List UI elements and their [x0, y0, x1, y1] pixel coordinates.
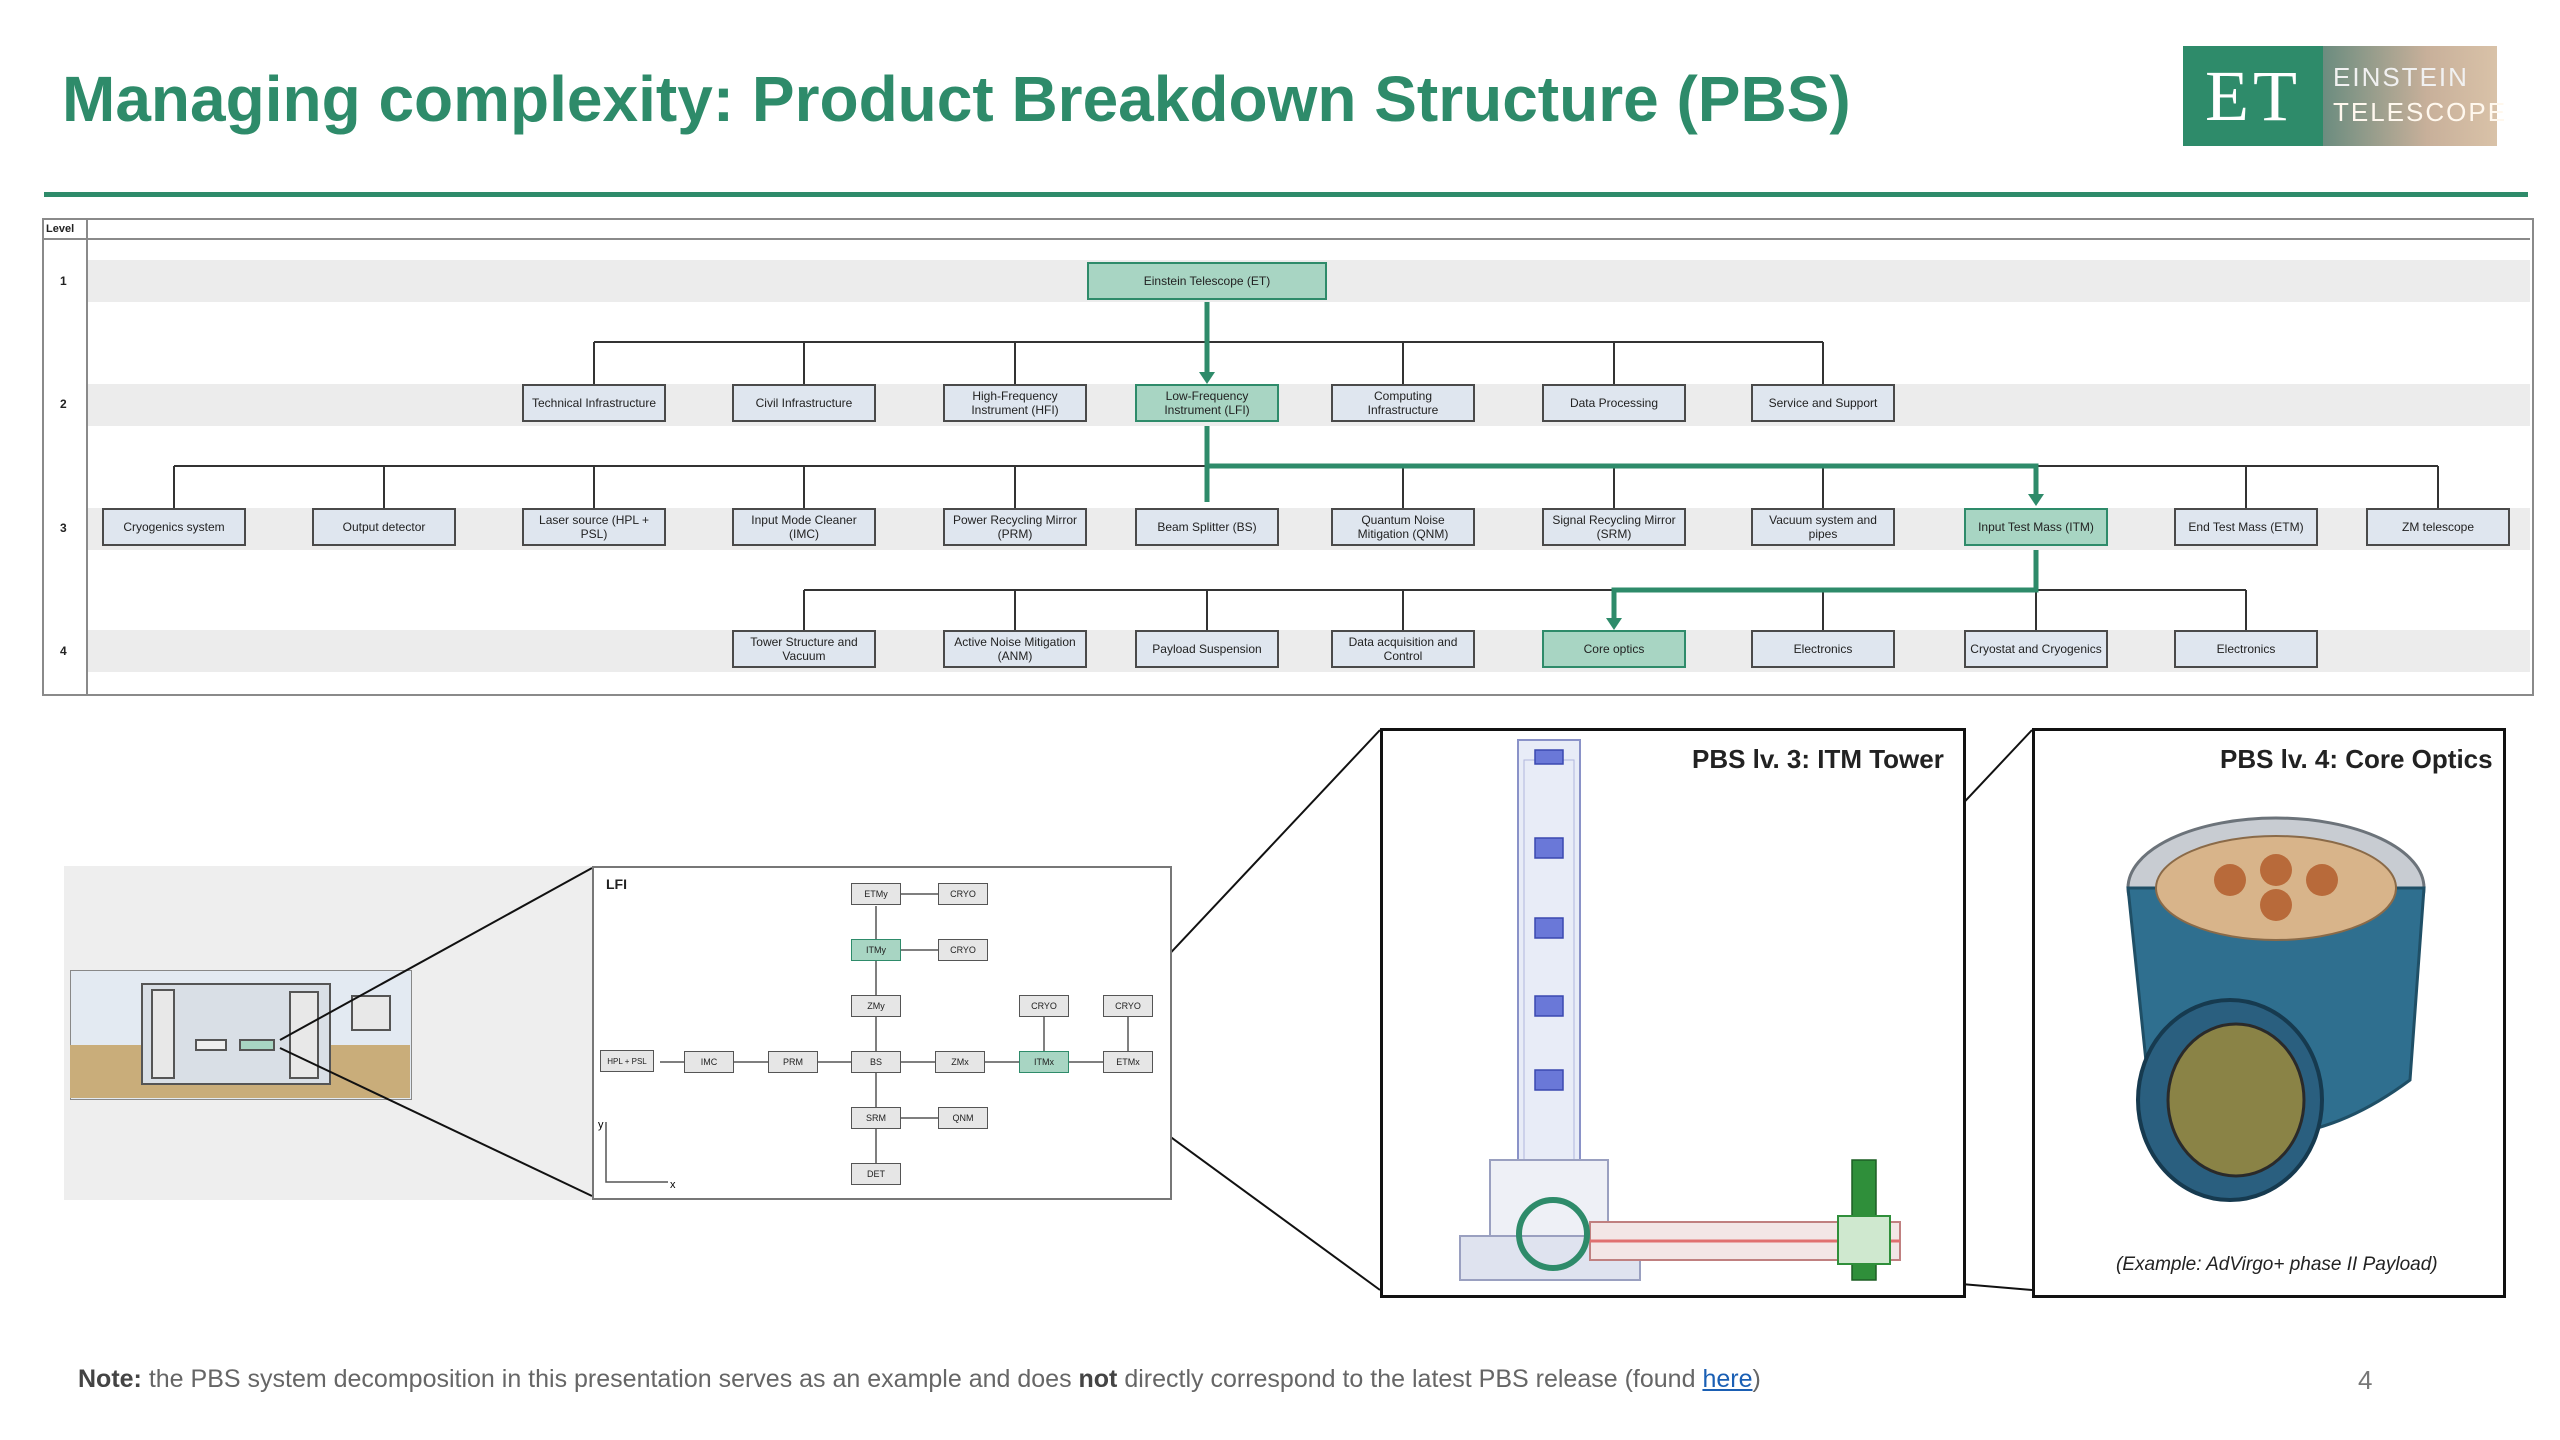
lfi-block: IMC — [684, 1051, 734, 1073]
lfi-block: ETMy — [851, 883, 901, 905]
pbs-node-lfi[interactable]: Low-Frequency Instrument (LFI) — [1135, 384, 1279, 422]
footnote-emphasis: not — [1078, 1365, 1118, 1393]
logo-text: EINSTEIN TELESCOPE — [2323, 46, 2508, 146]
lfi-block: CRYO — [938, 939, 988, 961]
level-label: 1 — [60, 274, 67, 288]
lfi-block: ZMy — [851, 995, 901, 1017]
pbs-node-civil-infrastructure[interactable]: Civil Infrastructure — [732, 384, 876, 422]
lfi-block: CRYO — [1019, 995, 1069, 1017]
lfi-axis-x: x — [670, 1179, 676, 1191]
pbs-node-cryogenics-system[interactable]: Cryogenics system — [102, 508, 246, 546]
pbs-node-input-mode-cleaner[interactable]: Input Mode Cleaner (IMC) — [732, 508, 876, 546]
lfi-block: DET — [851, 1163, 901, 1185]
lfi-block: ETMx — [1103, 1051, 1153, 1073]
title-divider — [44, 192, 2528, 197]
pbs-node-end-test-mass[interactable]: End Test Mass (ETM) — [2174, 508, 2318, 546]
lfi-label: LFI — [606, 876, 627, 892]
pbs-node-electronics[interactable]: Electronics — [2174, 630, 2318, 668]
pbs-diagram-frame — [42, 218, 2534, 696]
lfi-block: SRM — [851, 1107, 901, 1129]
pbs-node-data-acquisition[interactable]: Data acquisition and Control — [1331, 630, 1475, 668]
pbs-node-zm-telescope[interactable]: ZM telescope — [2366, 508, 2510, 546]
page-number: 4 — [2358, 1365, 2373, 1395]
page-title: Managing complexity: Product Breakdown S… — [62, 63, 1851, 135]
level-2-band — [86, 384, 2530, 426]
pbs-node-vacuum-system[interactable]: Vacuum system and pipes — [1751, 508, 1895, 546]
lfi-block: QNM — [938, 1107, 988, 1129]
pbs-node-hfi[interactable]: High-Frequency Instrument (HFI) — [943, 384, 1087, 422]
footnote-text-1: the PBS system decomposition in this pre… — [141, 1365, 1079, 1393]
logo-line-1: EINSTEIN — [2333, 62, 2469, 92]
footnote-prefix: Note: — [78, 1365, 142, 1393]
pbs-node-quantum-noise-mitigation[interactable]: Quantum Noise Mitigation (QNM) — [1331, 508, 1475, 546]
lfi-block: CRYO — [1103, 995, 1153, 1017]
pbs-node-electronics[interactable]: Electronics — [1751, 630, 1895, 668]
pbs-node-active-noise-mitigation[interactable]: Active Noise Mitigation (ANM) — [943, 630, 1087, 668]
pbs-node-tower-structure[interactable]: Tower Structure and Vacuum — [732, 630, 876, 668]
pbs-node-technical-infrastructure[interactable]: Technical Infrastructure — [522, 384, 666, 422]
pbs-node-data-processing[interactable]: Data Processing — [1542, 384, 1686, 422]
pbs-node-cryostat[interactable]: Cryostat and Cryogenics — [1964, 630, 2108, 668]
level-header: Level — [46, 223, 75, 235]
logo-line-2: TELESCOPE — [2333, 97, 2508, 127]
pbs-node-power-recycling-mirror[interactable]: Power Recycling Mirror (PRM) — [943, 508, 1087, 546]
lfi-block: BS — [851, 1051, 901, 1073]
lfi-block: ITMy — [851, 939, 901, 961]
einstein-telescope-logo: ET EINSTEIN TELESCOPE — [2183, 46, 2508, 146]
pbs-node-output-detector[interactable]: Output detector — [312, 508, 456, 546]
footnote: Note: the PBS system decomposition in th… — [78, 1365, 1761, 1394]
level-label: 2 — [60, 397, 67, 411]
pbs-node-payload-suspension[interactable]: Payload Suspension — [1135, 630, 1279, 668]
lfi-block: ITMx — [1019, 1051, 1069, 1073]
lfi-block: ZMx — [935, 1051, 985, 1073]
pbs-node-input-test-mass[interactable]: Input Test Mass (ITM) — [1964, 508, 2108, 546]
pbs-node-service-and-support[interactable]: Service and Support — [1751, 384, 1895, 422]
pbs-node-einstein-telescope[interactable]: Einstein Telescope (ET) — [1087, 262, 1327, 300]
logo-mark: ET — [2183, 46, 2323, 146]
lfi-block: HPL + PSL — [600, 1050, 654, 1072]
lfi-axis-y: y — [598, 1119, 604, 1131]
core-optics-label: PBS lv. 4: Core Optics — [2220, 744, 2493, 774]
level-4-band — [86, 630, 2530, 672]
pbs-node-beam-splitter[interactable]: Beam Splitter (BS) — [1135, 508, 1279, 546]
level-header-divider — [42, 238, 2530, 240]
level-column — [42, 218, 88, 694]
lfi-block: PRM — [768, 1051, 818, 1073]
level-label: 3 — [60, 521, 67, 535]
pbs-release-link[interactable]: here — [1702, 1365, 1753, 1393]
pbs-node-laser-source[interactable]: Laser source (HPL + PSL) — [522, 508, 666, 546]
pbs-node-core-optics[interactable]: Core optics — [1542, 630, 1686, 668]
itm-tower-label: PBS lv. 3: ITM Tower — [1692, 744, 1944, 774]
pbs-node-signal-recycling-mirror[interactable]: Signal Recycling Mirror (SRM) — [1542, 508, 1686, 546]
footnote-suffix: ) — [1752, 1365, 1761, 1393]
lfi-block: CRYO — [938, 883, 988, 905]
lfi-block-diagram — [592, 866, 1172, 1200]
pbs-node-computing-infrastructure[interactable]: Computing Infrastructure — [1331, 384, 1475, 422]
level-label: 4 — [60, 644, 67, 658]
core-optics-caption: (Example: AdVirgo+ phase II Payload) — [2116, 1254, 2438, 1275]
footnote-text-2: directly correspond to the latest PBS re… — [1117, 1365, 1703, 1393]
level-3-band — [86, 508, 2530, 550]
